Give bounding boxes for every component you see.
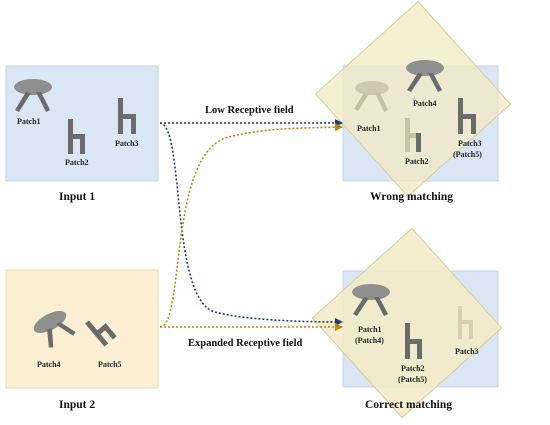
arrow-expanded-top xyxy=(159,123,343,328)
expanded-receptive-field-label: Expanded Receptive field xyxy=(188,338,302,349)
correct-patch3-label: Patch3 xyxy=(455,347,479,356)
input1-panel: Patch1 Patch2 Patch3 xyxy=(5,65,159,182)
h-piece-icon xyxy=(458,98,476,134)
arrow-low-bottom xyxy=(159,122,343,326)
wrong-patch5-paren-label: (Patch5) xyxy=(453,150,482,159)
h-piece-icon xyxy=(405,323,422,359)
wrong-patch1-label: Patch1 xyxy=(357,124,381,133)
h-piece-icon xyxy=(118,98,136,134)
wrong-patch2-label: Patch2 xyxy=(405,157,429,166)
patch5-label: Patch5 xyxy=(98,360,122,369)
stool-icon xyxy=(352,284,390,316)
low-receptive-field-label: Low Receptive field xyxy=(205,105,294,116)
correct-patch2-label: Patch2 xyxy=(401,364,425,373)
correct-patch1-label: Patch1 xyxy=(358,325,382,334)
h-piece-icon xyxy=(458,306,473,339)
patch2-label: Patch2 xyxy=(65,158,89,167)
wrong-patch3-label: Patch3 xyxy=(458,139,482,148)
stool-icon xyxy=(406,60,444,92)
correct-patch5-paren-label: (Patch5) xyxy=(398,375,427,384)
wrong-patch4-label: Patch4 xyxy=(413,99,437,108)
patch4-label: Patch4 xyxy=(37,360,61,369)
stool-icon xyxy=(14,79,52,112)
h-piece-icon xyxy=(68,119,85,154)
h-piece-icon xyxy=(405,118,421,152)
correct-matching-panel: Patch1 (Patch4) Patch2 (Patch5) Patch3 xyxy=(311,227,503,419)
patch3-label: Patch3 xyxy=(115,139,139,148)
stool-icon xyxy=(354,81,389,112)
input2-caption: Input 2 xyxy=(59,399,95,411)
h-piece-icon xyxy=(85,320,117,347)
wrong-matching-caption: Wrong matching xyxy=(370,191,453,203)
input2-panel: Patch4 Patch5 xyxy=(5,269,159,389)
stool-icon xyxy=(33,310,76,348)
input1-caption: Input 1 xyxy=(59,191,95,203)
patch1-label: Patch1 xyxy=(17,117,41,126)
correct-matching-caption: Correct matching xyxy=(365,399,452,411)
correct-patch4-paren-label: (Patch4) xyxy=(355,336,384,345)
wrong-matching-panel: Patch1 Patch4 Patch2 Patch3 (Patch5) xyxy=(314,0,512,198)
